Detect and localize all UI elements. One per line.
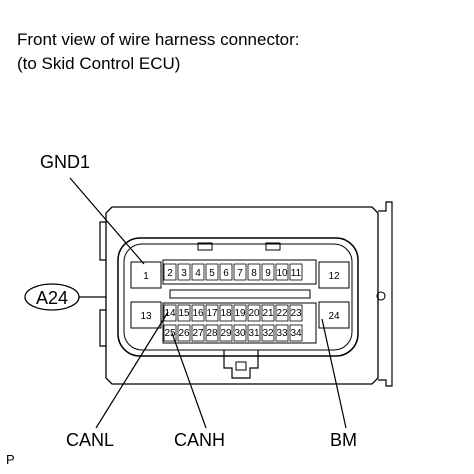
pin-label-5: 5: [209, 268, 215, 279]
pin-label-16: 16: [192, 308, 204, 319]
pin-cavity: [177, 324, 191, 342]
pin-label-10: 10: [276, 268, 288, 279]
pin-cavity: [163, 263, 177, 281]
pin-label-2: 2: [167, 268, 173, 279]
pin-cavity: [275, 304, 289, 322]
bottom-lock-tab: [223, 350, 259, 379]
pin-cavity: [275, 324, 289, 342]
pin-label-23: 23: [290, 308, 302, 319]
pin-label-11: 11: [291, 268, 302, 279]
pin-cavity: [247, 263, 261, 281]
pin-cavity: [219, 263, 233, 281]
pin-label-27: 27: [192, 328, 204, 339]
pin-cavity: [247, 304, 261, 322]
bm-leader: [321, 318, 347, 429]
pin-cavity-13: [130, 301, 162, 329]
latch-hole: [376, 291, 386, 301]
bottom-lock-slot: [235, 361, 247, 371]
connector-code-label: A24: [36, 288, 68, 308]
pin-cavity: [261, 324, 275, 342]
pin-label-30: 30: [234, 328, 246, 339]
pin-label-8: 8: [251, 268, 257, 279]
left-tab-top: [99, 221, 106, 261]
pin-block-upper: [162, 259, 317, 285]
left-tab-bottom: [99, 309, 106, 347]
right-latch: [378, 201, 393, 387]
pin-label-4: 4: [195, 268, 201, 279]
pin-cavity: [205, 324, 219, 342]
pin-cavity: [261, 263, 275, 281]
pin-label-26: 26: [178, 328, 190, 339]
pin-block-lower: [162, 302, 317, 344]
pin-cavity: [275, 263, 289, 281]
diagram-title-line1: Front view of wire harness connector:: [17, 30, 300, 49]
pin-label-6: 6: [223, 268, 229, 279]
canl-leader: [95, 311, 169, 429]
pin-label-3: 3: [181, 268, 187, 279]
pin-cavity: [233, 324, 247, 342]
gnd1-leader: [69, 177, 145, 265]
pin-label-24: 24: [328, 311, 340, 322]
pin-label-34: 34: [290, 328, 302, 339]
pin-cavity-1: [130, 261, 162, 289]
canl-label: CANL: [66, 430, 115, 450]
pin-label-19: 19: [234, 308, 246, 319]
pin-cavity: [247, 324, 261, 342]
top-key-right: [265, 242, 281, 251]
pin-cavity: [289, 304, 303, 322]
pin-label-18: 18: [220, 308, 232, 319]
pin-cavity: [177, 304, 191, 322]
pin-cavity: [261, 304, 275, 322]
pin-cavity: [177, 263, 191, 281]
canh-leader: [171, 332, 207, 429]
pin-cell-grid: [163, 263, 303, 342]
pin-label-13: 13: [140, 311, 152, 322]
pin-cavity: [219, 324, 233, 342]
pin-cavity-12: [318, 261, 350, 289]
pin-label-17: 17: [206, 308, 218, 319]
pin-cavity: [233, 304, 247, 322]
gnd1-label: GND1: [40, 152, 91, 172]
pin-label-33: 33: [276, 328, 288, 339]
pin-label-32: 32: [262, 328, 274, 339]
pin-label-14: 14: [164, 308, 176, 319]
pin-label-15: 15: [178, 308, 190, 319]
pin-label-21: 21: [262, 308, 274, 319]
pin-cavity-24: [318, 301, 350, 329]
top-key-left: [197, 242, 213, 251]
figure-footer-code: P: [6, 452, 15, 467]
connector-housing: [105, 206, 379, 385]
pin-cavity: [191, 324, 205, 342]
pin-label-28: 28: [206, 328, 218, 339]
pin-label-31: 31: [248, 328, 260, 339]
pin-label-1: 1: [143, 271, 149, 282]
pin-cavity: [191, 304, 205, 322]
diagram-title-line2: (to Skid Control ECU): [17, 54, 181, 73]
pin-cavity: [289, 263, 303, 281]
pin-cavity: [219, 304, 233, 322]
pin-label-22: 22: [276, 308, 288, 319]
pin-label-20: 20: [248, 308, 260, 319]
pin-cavity: [191, 263, 205, 281]
pin-block-divider: [169, 289, 311, 299]
bm-label: BM: [330, 430, 357, 450]
pin-label-12: 12: [328, 271, 340, 282]
pin-cavity: [205, 304, 219, 322]
pin-cavity: [205, 263, 219, 281]
pin-cavity: [233, 263, 247, 281]
pin-label-25: 25: [164, 328, 176, 339]
pin-cavity: [163, 304, 177, 322]
pin-cavity: [163, 324, 177, 342]
pin-cavity: [289, 324, 303, 342]
connector-body-inner: [123, 243, 353, 351]
pin-label-29: 29: [220, 328, 232, 339]
connector-body: [117, 237, 359, 357]
pin-label-9: 9: [265, 268, 271, 279]
pin-label-7: 7: [237, 268, 243, 279]
canh-label: CANH: [174, 430, 226, 450]
